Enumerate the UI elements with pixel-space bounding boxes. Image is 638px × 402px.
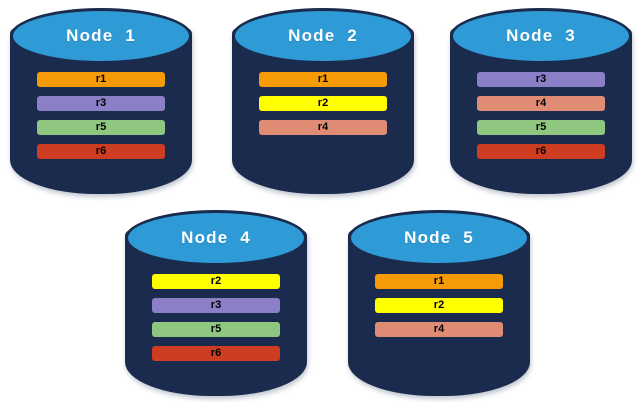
database-node-4[interactable]: Node 4 r2 r3 r5 r6 (125, 210, 307, 396)
node-title: Node 5 (404, 228, 474, 247)
record-bar: r4 (375, 322, 503, 337)
record-bar: r5 (152, 322, 280, 337)
record-bar: r3 (477, 72, 605, 87)
record-bar: r1 (259, 72, 387, 87)
record-bar: r3 (37, 96, 165, 111)
record-bar: r1 (375, 274, 503, 289)
database-node-5[interactable]: Node 5 r1 r2 r4 (348, 210, 530, 396)
record-bar: r6 (152, 346, 280, 361)
cylinder-top-ellipse (450, 8, 632, 64)
record-list: r1 r3 r5 r6 (10, 64, 192, 159)
cylinder-top-ellipse (125, 210, 307, 266)
record-bar: r2 (259, 96, 387, 111)
record-bar: r2 (375, 298, 503, 313)
database-node-3[interactable]: Node 3 r3 r4 r5 r6 (450, 8, 632, 194)
record-list: r2 r3 r5 r6 (125, 266, 307, 361)
record-list: r1 r2 r4 (348, 266, 530, 337)
cylinder-top-ellipse (348, 210, 530, 266)
record-bar: r6 (37, 144, 165, 159)
record-list: r3 r4 r5 r6 (450, 64, 632, 159)
record-list: r1 r2 r4 (232, 64, 414, 135)
database-node-1[interactable]: Node 1 r1 r3 r5 r6 (10, 8, 192, 194)
database-node-2[interactable]: Node 2 r1 r2 r4 (232, 8, 414, 194)
cylinder-top-ellipse (10, 8, 192, 64)
node-title: Node 2 (288, 26, 358, 45)
record-bar: r1 (37, 72, 165, 87)
record-bar: r4 (477, 96, 605, 111)
node-title: Node 3 (506, 26, 576, 45)
record-bar: r5 (37, 120, 165, 135)
cylinder-top-ellipse (232, 8, 414, 64)
record-bar: r5 (477, 120, 605, 135)
record-bar: r4 (259, 120, 387, 135)
record-bar: r6 (477, 144, 605, 159)
record-bar: r2 (152, 274, 280, 289)
record-bar: r3 (152, 298, 280, 313)
node-title: Node 1 (66, 26, 136, 45)
node-title: Node 4 (181, 228, 251, 247)
